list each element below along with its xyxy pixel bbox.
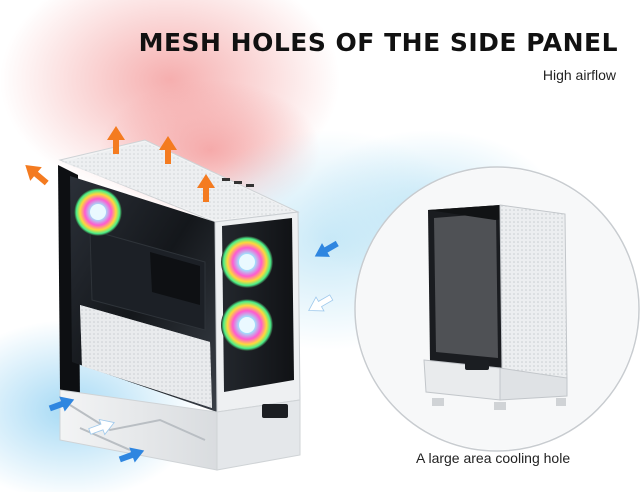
arrow-right-blue-icon: [88, 418, 115, 436]
arrow-up-orange-icon: [107, 126, 125, 154]
mesh-side-panel: [499, 204, 568, 381]
arrow-up-left-orange-icon: [25, 165, 49, 186]
page-title: MESH HOLES OF THE SIDE PANEL: [138, 28, 618, 57]
detail-caption: A large area cooling hole: [416, 450, 571, 466]
arrow-right-blue-icon: [314, 240, 339, 257]
arrow-right-blue-icon: [118, 447, 145, 463]
arrow-right-blue-icon: [48, 396, 75, 412]
rgb-fans: [74, 188, 273, 351]
arrow-right-blue-icon: [308, 294, 334, 312]
pc-case-main: [58, 139, 301, 471]
page-subtitle: High airflow: [542, 67, 616, 83]
arrow-up-orange-icon: [197, 174, 215, 202]
arrow-up-orange-icon: [159, 136, 177, 164]
detail-view: [354, 166, 640, 452]
exhaust-arrows: [25, 126, 215, 202]
intake-arrows: [48, 240, 339, 463]
